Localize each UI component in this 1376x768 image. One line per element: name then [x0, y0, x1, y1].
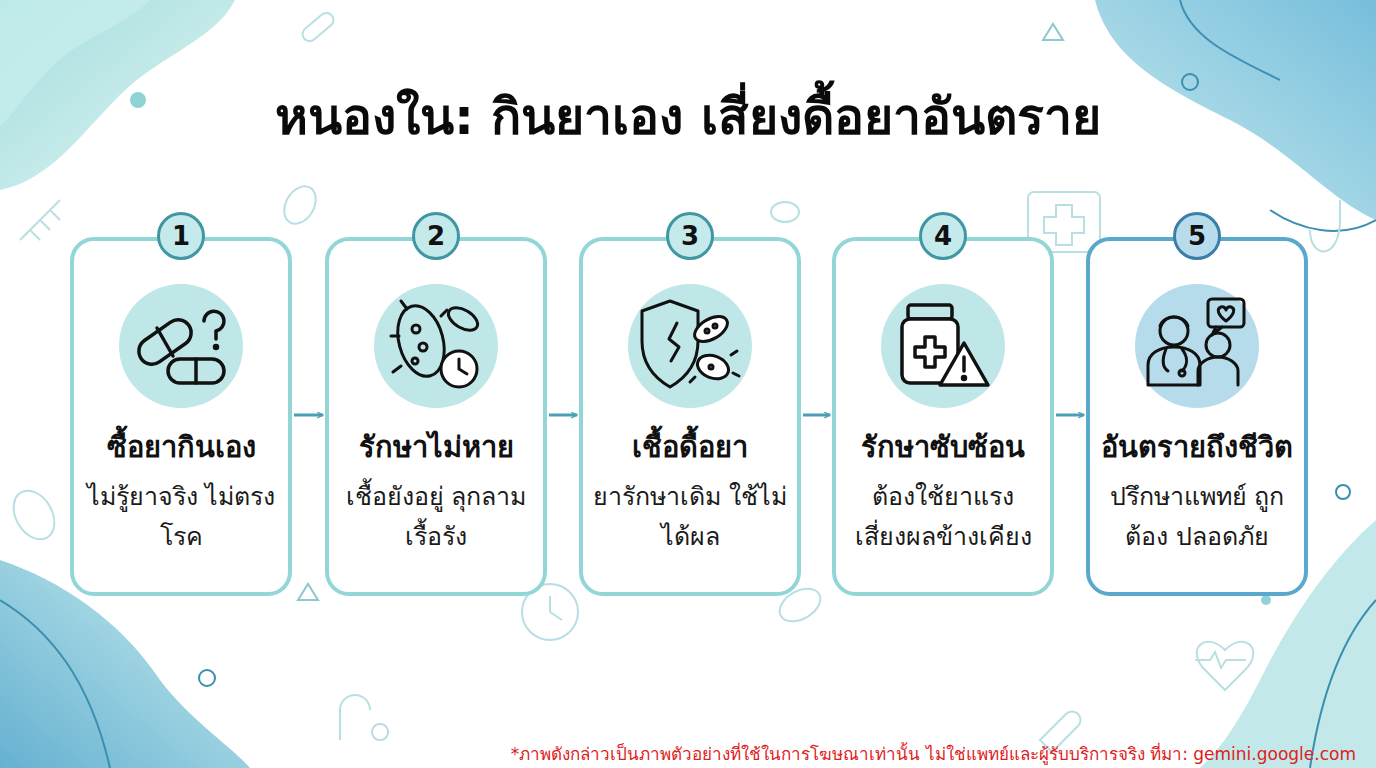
- step-heading: รักษาไม่หาย: [335, 427, 537, 467]
- step-number-circle: 3: [666, 212, 714, 260]
- callout-number: 3: [681, 221, 699, 251]
- step-box: เชื้อดื้อยายารักษาเดิม ใช้ไม่ได้ผล3: [579, 237, 801, 596]
- step-icon: [625, 281, 755, 411]
- step-box: รักษาไม่หายเชื้อยังอยู่ ลุกลามเรื้อรัง2: [325, 237, 547, 596]
- step-number-circle: 2: [412, 212, 460, 260]
- step-icon: [1132, 281, 1262, 411]
- step-box: รักษาซับซ้อนต้องใช้ยาแรง เสี่ยงผลข้างเคี…: [832, 237, 1054, 596]
- step-heading: รักษาซับซ้อน: [842, 427, 1044, 467]
- step-number-circle: 5: [1173, 212, 1221, 260]
- diagram-title: หนองใน: กินยาเอง เสี่ยงดื้อยาอันตราย: [0, 82, 1376, 152]
- step-icon: [878, 281, 1008, 411]
- disclaimer-caption: *ภาพดังกล่าวเป็นภาพตัวอย่างที่ใช้ในการโฆ…: [511, 742, 1356, 766]
- step-number-circle: 4: [919, 212, 967, 260]
- callout-number: 2: [427, 221, 445, 251]
- flow-arrow: [803, 414, 830, 417]
- step-description: ปรึกษาแพทย์ ถูกต้อง ปลอดภัย: [1100, 477, 1294, 557]
- step-box: อันตรายถึงชีวิตปรึกษาแพทย์ ถูกต้อง ปลอดภ…: [1086, 237, 1308, 596]
- step-description: ไม่รู้ยาจริง ไม่ตรงโรค: [84, 477, 278, 557]
- callout-number: 4: [934, 221, 952, 251]
- step-box: ซื้อยากินเองไม่รู้ยาจริง ไม่ตรงโรค1: [70, 237, 292, 596]
- step-description: ต้องใช้ยาแรง เสี่ยงผลข้างเคียง: [846, 477, 1040, 557]
- flow-arrow: [1056, 414, 1084, 417]
- step-number-circle: 1: [157, 212, 205, 260]
- step-heading: เชื้อดื้อยา: [589, 427, 791, 467]
- callout-number: 1: [172, 221, 190, 251]
- step-heading: อันตรายถึงชีวิต: [1096, 427, 1298, 467]
- step-heading: ซื้อยากินเอง: [80, 427, 282, 467]
- step-description: เชื้อยังอยู่ ลุกลามเรื้อรัง: [339, 477, 533, 557]
- step-description: ยารักษาเดิม ใช้ไม่ได้ผล: [593, 477, 787, 557]
- callout-number: 5: [1188, 221, 1206, 251]
- flow-arrow: [294, 414, 323, 417]
- step-icon: [116, 281, 246, 411]
- flow-arrow: [549, 414, 577, 417]
- step-icon: [371, 281, 501, 411]
